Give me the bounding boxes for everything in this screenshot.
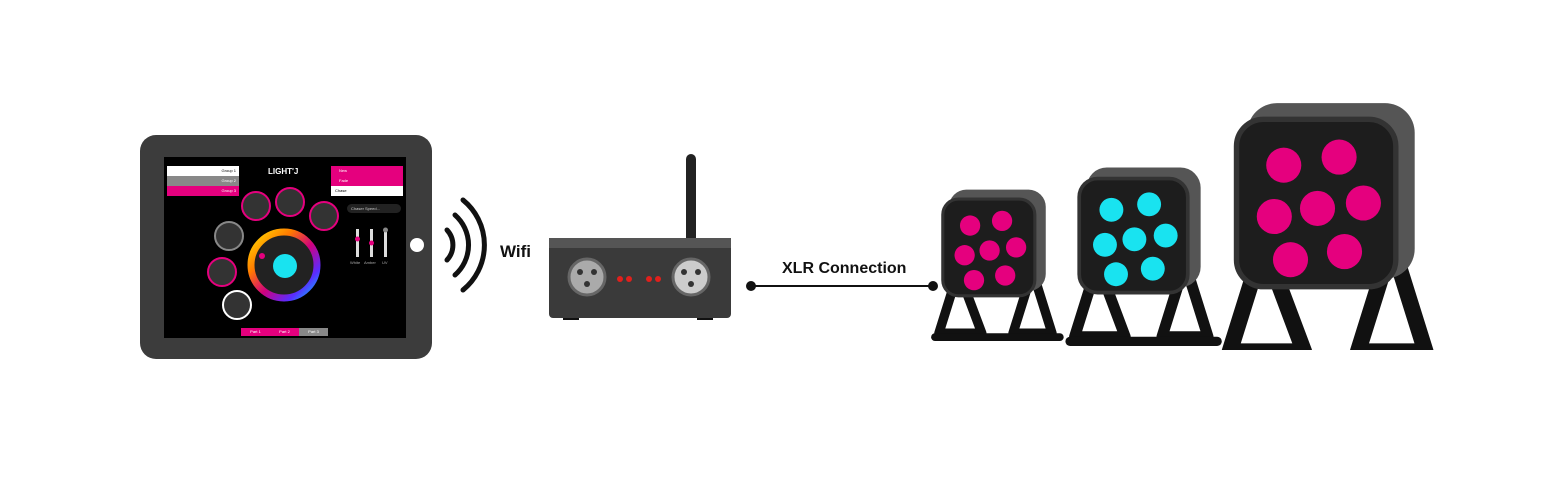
group-item[interactable]: Group 3 xyxy=(167,186,239,196)
color-preview xyxy=(273,254,297,278)
mode-menu: New Fade Chase xyxy=(331,166,403,196)
group-list: Group 1 Group 2 Group 3 xyxy=(167,166,239,196)
led xyxy=(1137,192,1162,217)
led xyxy=(1256,198,1292,235)
settings-button[interactable] xyxy=(222,290,252,320)
tab-part-3[interactable]: Part 3 xyxy=(299,328,328,336)
par-fixture-small xyxy=(931,189,1064,341)
led xyxy=(1140,256,1165,281)
led xyxy=(1153,223,1178,248)
led xyxy=(979,240,1000,261)
par-fixture-large xyxy=(1221,103,1434,350)
led xyxy=(1104,262,1128,287)
led xyxy=(1345,185,1381,221)
tablet-screen: Group 1 Group 2 Group 3 LIGHT'J New Fade… xyxy=(164,157,406,338)
led xyxy=(1099,197,1124,222)
wifi-signal-icon xyxy=(444,197,487,293)
tablet: Group 1 Group 2 Group 3 LIGHT'J New Fade… xyxy=(140,135,432,359)
led xyxy=(959,215,981,236)
wifi-label: Wifi xyxy=(500,242,532,261)
led xyxy=(1122,227,1147,252)
par-fixtures xyxy=(931,103,1434,350)
menu-item[interactable]: New xyxy=(331,166,403,176)
xlr-connection-label: XLR Connection xyxy=(782,260,907,277)
led xyxy=(1266,147,1302,183)
led xyxy=(1321,139,1357,175)
control-wheel xyxy=(207,187,388,320)
brightness-button[interactable] xyxy=(214,221,244,251)
xlr-port-icon xyxy=(671,257,711,297)
led xyxy=(1272,242,1309,278)
menu-item[interactable]: Chase xyxy=(331,186,403,196)
group-item[interactable]: Group 1 xyxy=(167,166,239,176)
effect-button[interactable] xyxy=(275,187,305,217)
bulb-button[interactable] xyxy=(207,257,237,287)
led xyxy=(1326,234,1363,270)
led xyxy=(1005,237,1027,258)
led xyxy=(1299,190,1336,226)
status-leds xyxy=(617,276,661,282)
group-item[interactable]: Group 2 xyxy=(167,176,239,186)
led xyxy=(991,210,1013,232)
par-fixture-medium xyxy=(1065,167,1222,347)
led xyxy=(1093,232,1117,257)
xlr-port-icon xyxy=(567,257,607,297)
led xyxy=(954,245,975,266)
led xyxy=(995,265,1016,286)
slider-label: Amber xyxy=(364,260,376,265)
wifi-dmx-interface xyxy=(549,154,731,320)
app-logo: LIGHT'J xyxy=(268,167,299,176)
tab-part-1[interactable]: Part 1 xyxy=(241,328,270,336)
effect-button[interactable] xyxy=(309,201,339,231)
antenna xyxy=(686,154,696,244)
slider-label: UV xyxy=(382,260,388,265)
tab-part-2[interactable]: Part 2 xyxy=(270,328,299,336)
menu-item[interactable]: Fade xyxy=(331,176,403,186)
effect-button[interactable] xyxy=(241,191,271,221)
chaser-speed-field[interactable]: Chaser Speed... xyxy=(347,204,401,213)
sliders[interactable] xyxy=(355,227,388,258)
slider-label: White xyxy=(350,260,361,265)
led xyxy=(963,270,985,291)
home-button xyxy=(410,238,424,252)
part-tabs: Part 1 Part 2 Part 3 xyxy=(241,328,328,336)
xlr-cable xyxy=(746,281,938,291)
